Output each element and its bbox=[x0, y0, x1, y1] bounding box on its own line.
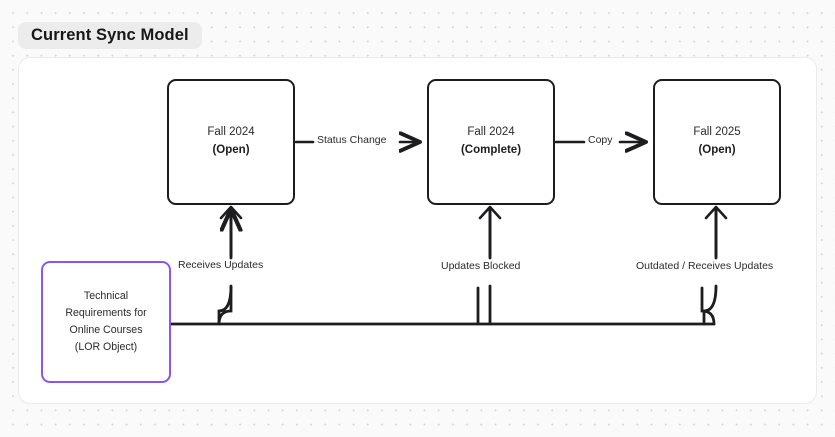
node-fall2024-complete[interactable]: Fall 2024 (Complete) bbox=[427, 79, 555, 205]
edge-label-receives-updates: Receives Updates bbox=[178, 259, 264, 271]
diagram-title-chip: Current Sync Model bbox=[18, 22, 202, 49]
edge-label-updates-blocked: Updates Blocked bbox=[441, 260, 521, 272]
node-title: Fall 2024 bbox=[467, 126, 515, 139]
node-title: Fall 2025 bbox=[693, 126, 741, 139]
node-title: Fall 2024 bbox=[207, 126, 255, 139]
edge-label-status-change: Status Change bbox=[317, 134, 387, 146]
lor-line-4: (LOR Object) bbox=[74, 341, 138, 354]
edge-label-outdated-receives-updates: Outdated / Receives Updates bbox=[636, 260, 774, 272]
node-lor-object[interactable]: Technical Requirements for Online Course… bbox=[41, 261, 171, 383]
node-status: (Open) bbox=[212, 144, 250, 156]
node-fall2025-open[interactable]: Fall 2025 (Open) bbox=[653, 79, 781, 205]
node-status: (Complete) bbox=[460, 144, 522, 156]
edge-label-copy: Copy bbox=[588, 134, 613, 146]
lor-line-1: Technical bbox=[83, 289, 129, 302]
node-fall2024-open[interactable]: Fall 2024 (Open) bbox=[167, 79, 295, 205]
node-status: (Open) bbox=[698, 144, 736, 156]
lor-line-2: Requirements for bbox=[65, 306, 147, 319]
lor-line-3: Online Courses bbox=[69, 324, 143, 336]
